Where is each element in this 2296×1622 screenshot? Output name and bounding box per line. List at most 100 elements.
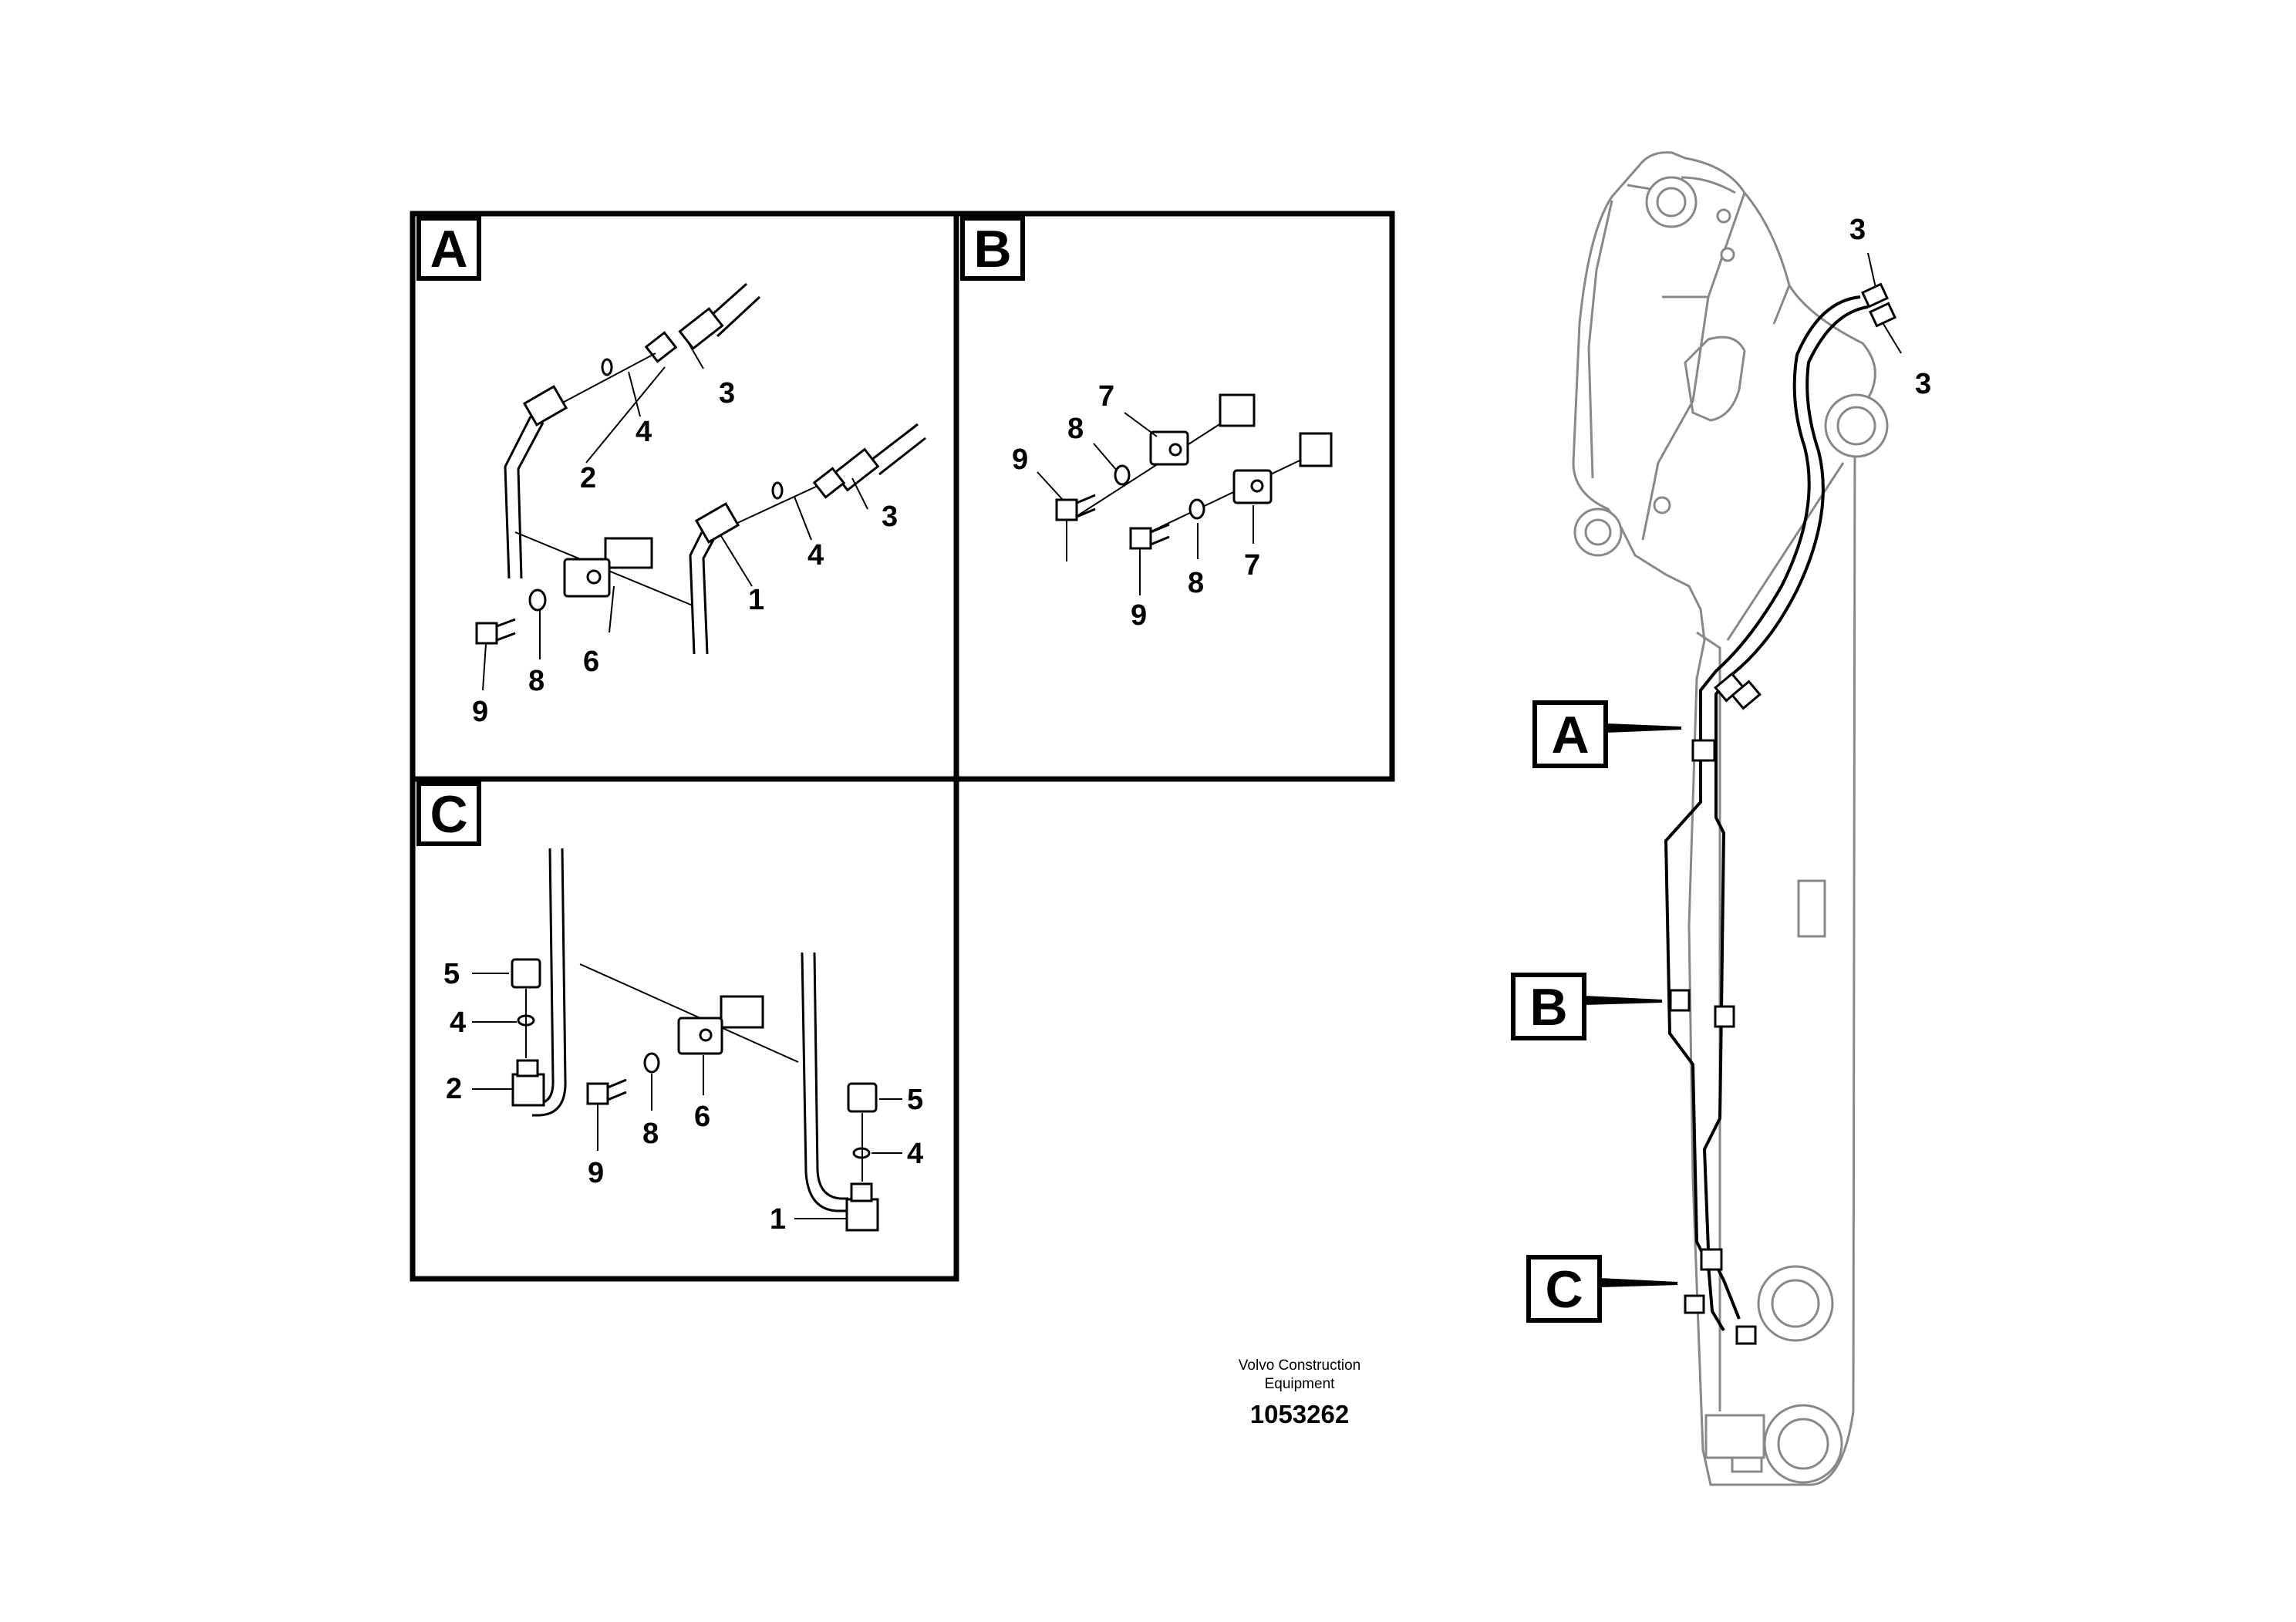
detail-b-frame <box>953 211 1395 782</box>
boom-arm-pin-boss-inner <box>1771 1279 1820 1328</box>
excavator-boom-drawing: 3 3 <box>1572 151 1931 1486</box>
detail-c-letter-box <box>416 781 481 846</box>
boom-hydraulic-line-1 <box>1664 295 1861 1332</box>
detail-b-lower-washer <box>1188 498 1205 520</box>
detail-c-drawing: 5 4 2 8 6 9 5 4 1 <box>443 848 923 1236</box>
detail-b-drawing: 7 8 9 8 7 9 <box>1012 380 1333 632</box>
detail-c-callout-1: 1 <box>770 1203 786 1236</box>
detail-a-lower-centerline <box>733 485 818 525</box>
detail-a-lower-pipe <box>689 531 716 655</box>
detail-b-callout-9-lower: 9 <box>1131 599 1147 632</box>
boom-outline <box>1572 151 1876 1486</box>
detail-c-clamp-axis-line <box>579 963 799 1063</box>
detail-a-bolt-shank <box>496 618 516 642</box>
detail-b-upper-axis-line <box>1075 414 1235 518</box>
boom-hydraulic-line-2 <box>1702 305 1869 1320</box>
boom-foot-pin-boss-inner <box>1656 187 1687 218</box>
document-number: 1053262 <box>1250 1400 1349 1428</box>
detail-c-frame <box>410 776 959 1282</box>
detail-a-clamp-hole <box>586 569 602 585</box>
detail-frames: A B C <box>410 211 1395 1282</box>
detail-b-upper-washer <box>1114 464 1131 486</box>
detail-a-upper-elbow <box>522 385 568 427</box>
detail-c-right-elbow <box>845 1198 879 1232</box>
detail-b-lower-axis-line <box>1141 454 1312 537</box>
detail-a-upper-oring <box>601 358 613 376</box>
detail-a-upper-pipe <box>504 416 544 579</box>
detail-b-upper-bolt-head <box>1055 498 1078 521</box>
detail-b-upper-base-plate <box>1219 393 1256 427</box>
detail-a-callout-8: 8 <box>528 665 544 697</box>
pointer-c-letter: C <box>1545 1260 1583 1319</box>
pointer-b-arrow <box>1583 995 1663 1006</box>
boom-clamp-c <box>1700 1248 1723 1271</box>
detail-a-lower-nut <box>812 467 846 499</box>
detail-c-letter: C <box>430 785 467 844</box>
caption-line2: Equipment <box>1265 1376 1336 1392</box>
boom-cylinder-pin-boss-inner <box>1836 406 1876 446</box>
detail-c-left-nut <box>511 958 541 989</box>
caption-line1: Volvo Construction <box>1239 1357 1360 1374</box>
detail-a-callout-4-upper: 4 <box>636 416 652 448</box>
detail-a-lower-oring <box>771 481 784 500</box>
pointer-c-box <box>1526 1255 1602 1323</box>
detail-c-washer <box>643 1052 660 1074</box>
detail-a-upper-nut <box>644 331 678 363</box>
detail-c-callout-6: 6 <box>694 1101 710 1133</box>
boom-plate-edges <box>1641 176 1845 1411</box>
caption: Volvo Construction Equipment 1053262 <box>1239 1357 1360 1428</box>
boom-elbow-c-left <box>1684 1294 1705 1314</box>
detail-a-callout-2: 2 <box>580 462 596 494</box>
detail-b-callout-9-upper: 9 <box>1012 443 1028 476</box>
boom-bolt-top <box>1716 208 1731 224</box>
detail-b-letter: B <box>973 220 1011 278</box>
boom-tip-block <box>1704 1414 1765 1459</box>
boom-grease-nipple <box>1653 496 1671 514</box>
detail-b-callout-7-upper: 7 <box>1098 380 1114 413</box>
detail-b-lower-base-plate <box>1299 432 1333 467</box>
detail-c-right-elbow-neck <box>850 1182 873 1202</box>
pointer-c-arrow <box>1598 1277 1678 1288</box>
boom-callout-3-upper: 3 <box>1849 214 1866 246</box>
pointer-a-arrow <box>1604 723 1682 733</box>
detail-a-callout-3-lower: 3 <box>882 501 898 533</box>
detail-a-bolt-head <box>475 622 498 645</box>
detail-c-callout-2: 2 <box>446 1073 462 1105</box>
detail-c-callout-4-left: 4 <box>450 1007 466 1039</box>
boom-clamp-a <box>1691 739 1716 762</box>
detail-c-callout-5-right: 5 <box>907 1084 923 1116</box>
detail-b-letter-box <box>960 216 1025 281</box>
detail-a-letter: A <box>430 220 467 278</box>
detail-b-callout-8-lower: 8 <box>1188 567 1204 599</box>
detail-b-lower-clamp-hole <box>1250 479 1264 493</box>
boom-bolt-upper <box>1720 247 1735 262</box>
detail-a-washer <box>528 588 547 612</box>
pointer-b-box <box>1511 973 1586 1040</box>
detail-b-upper-clamp-hole <box>1168 443 1182 457</box>
boom-tip-stub <box>1731 1456 1763 1473</box>
detail-a-lower-hose <box>867 423 926 476</box>
boom-tip-pin-boss-inner <box>1777 1418 1829 1470</box>
boom-side-bracket <box>1797 879 1826 938</box>
detail-a-upper-centerline <box>556 352 656 406</box>
detail-b-upper-bolt-shank <box>1076 494 1096 518</box>
detail-b-leader-lines <box>1037 412 1254 595</box>
detail-a-frame <box>410 211 959 782</box>
boom-clamp-b-right <box>1714 1005 1735 1028</box>
detail-c-leader-lines <box>472 973 902 1219</box>
boom-top-leader-lines <box>1867 252 1902 354</box>
detail-a-drawing: 3 4 2 3 4 1 6 8 9 <box>472 282 926 728</box>
boom-line-fitting-lower <box>1868 302 1897 328</box>
detail-a-lower-elbow <box>694 502 740 544</box>
boom-elbow-c-right <box>1735 1325 1757 1345</box>
detail-a-upper-hose-fitting <box>678 307 724 350</box>
detail-c-left-elbow-neck <box>516 1059 539 1077</box>
detail-b-callout-8-upper: 8 <box>1067 413 1084 445</box>
boom-line-fitting-upper <box>1860 282 1890 309</box>
detail-b-lower-bolt-shank <box>1150 523 1170 546</box>
detail-a-letter-box <box>416 216 481 281</box>
detail-a-callout-1: 1 <box>748 584 764 616</box>
detail-b-lower-bolt-head <box>1129 527 1152 550</box>
detail-c-callout-8: 8 <box>642 1118 659 1150</box>
